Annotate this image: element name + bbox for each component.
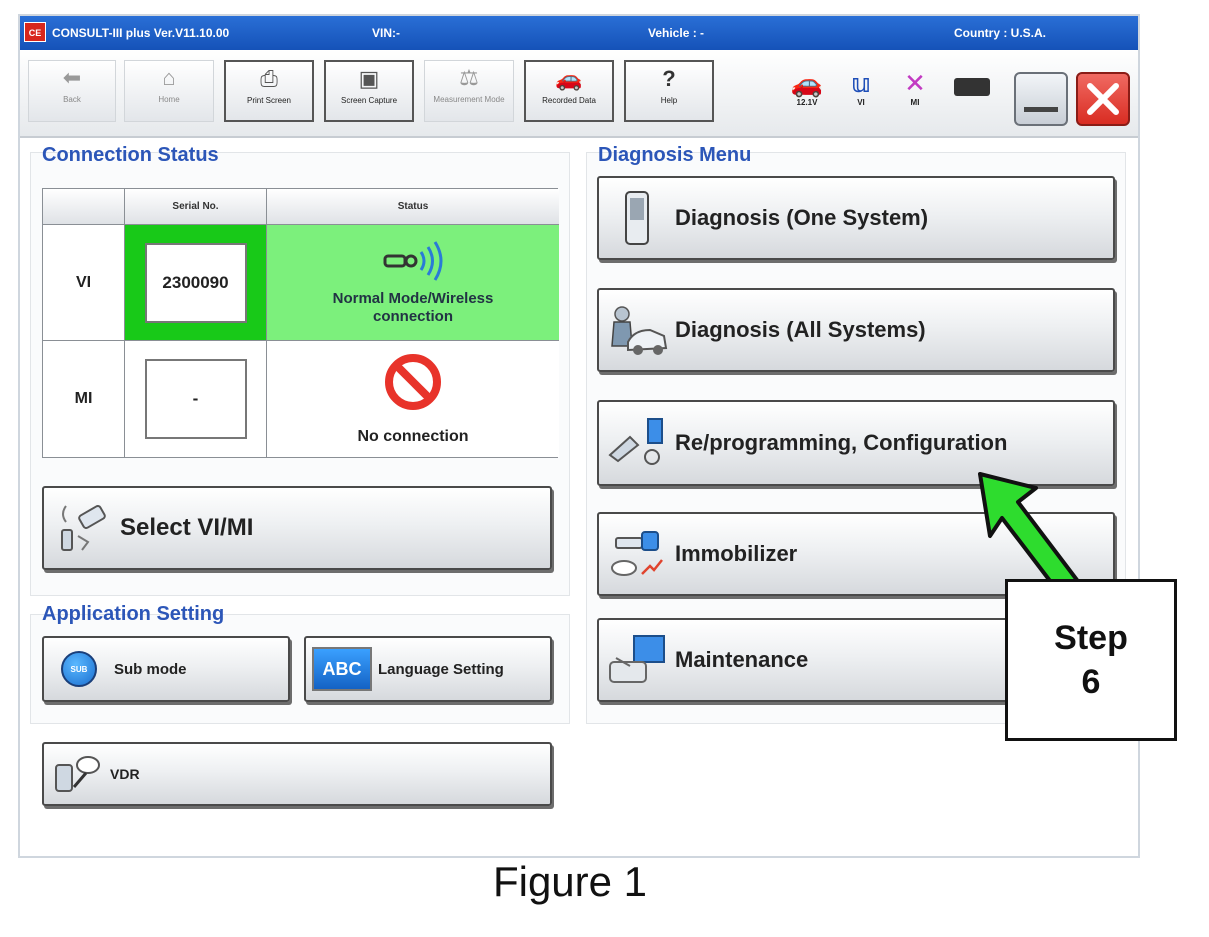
back-arrow-icon: ⬅	[62, 65, 82, 90]
mechanic-car-icon	[599, 302, 675, 358]
table-header-blank	[43, 189, 125, 225]
vdr-button[interactable]: VDR	[42, 742, 552, 806]
vi-status: 𝕦 VI	[838, 68, 884, 107]
mi-serial-cell: -	[125, 341, 267, 457]
minimize-button[interactable]	[1014, 72, 1068, 126]
wireless-signal-icon	[383, 240, 443, 281]
key-icon	[599, 526, 675, 582]
vi-serial-cell: 2300090	[125, 225, 267, 341]
select-device-icon	[44, 500, 120, 556]
printer-icon: ⎙	[260, 66, 278, 91]
recorded-data-icon: 🚗	[555, 66, 583, 91]
vi-serial-number: 2300090	[144, 242, 247, 323]
green-arrow-icon	[978, 472, 1082, 596]
table-header-status: Status	[267, 189, 559, 225]
toolbar: ⬅ Back ⌂ Home ⎙ Print Screen ▣ Screen Ca…	[20, 50, 1138, 138]
mi-serial-number: -	[144, 359, 247, 439]
row-label-vi: VI	[43, 225, 125, 341]
figure-caption: Figure 1	[492, 858, 648, 905]
no-connection-icon	[385, 354, 441, 410]
step-callout: Step 6	[1005, 579, 1177, 741]
reprogramming-configuration-button[interactable]: Re/programming, Configuration	[597, 400, 1115, 486]
vin-label: VIN:-	[372, 26, 400, 40]
measurement-icon: ⚖	[459, 65, 479, 90]
language-setting-button[interactable]: ABC Language Setting	[304, 636, 552, 702]
minimize-icon	[1024, 107, 1058, 112]
app-title: CONSULT-III plus Ver.V11.10.00	[52, 26, 230, 40]
vdr-icon	[44, 751, 110, 797]
home-button[interactable]: ⌂ Home	[124, 60, 214, 122]
country-label: Country : U.S.A.	[954, 26, 1046, 40]
title-bar: CE CONSULT-III plus Ver.V11.10.00 VIN:- …	[20, 16, 1138, 50]
mi-status-text: No connection	[357, 428, 469, 445]
recorded-data-button[interactable]: 🚗 Recorded Data	[524, 60, 614, 122]
screen-capture-button[interactable]: ▣ Screen Capture	[324, 60, 414, 122]
diagnosis-all-systems-button[interactable]: Diagnosis (All Systems)	[597, 288, 1115, 372]
connection-status-title: Connection Status	[42, 144, 219, 166]
sub-mode-button[interactable]: SUB Sub mode	[42, 636, 290, 702]
language-icon: ABC	[306, 647, 378, 691]
car-icon: 🚗	[790, 68, 824, 98]
measurement-mode-button[interactable]: ⚖ Measurement Mode	[424, 60, 514, 122]
print-screen-button[interactable]: ⎙ Print Screen	[224, 60, 314, 122]
vi-status-text: Normal Mode/Wireless connection	[332, 289, 494, 325]
disconnected-x-icon: ✕	[904, 68, 926, 98]
step-number: 6	[1081, 663, 1101, 701]
sub-mode-icon: SUB	[44, 651, 114, 687]
handheld-device-icon	[599, 190, 675, 246]
diagnosis-one-system-button[interactable]: Diagnosis (One System)	[597, 176, 1115, 260]
diagnosis-menu-title: Diagnosis Menu	[598, 144, 752, 166]
signal-bars-icon: 𝕦	[851, 68, 871, 98]
close-button[interactable]	[1076, 72, 1130, 126]
select-vi-mi-button[interactable]: Select VI/MI	[42, 486, 552, 570]
application-setting-title: Application Setting	[42, 603, 225, 625]
camera-icon: ▣	[358, 66, 380, 91]
maintenance-icon	[599, 632, 675, 688]
mi-status-cell: No connection	[267, 341, 559, 457]
mi-status: ✕ MI	[892, 68, 938, 107]
step-word: Step	[1054, 618, 1128, 657]
battery-status: 🚗 12.1V	[784, 68, 830, 107]
vehicle-label: Vehicle : -	[648, 26, 705, 40]
vi-status-cell: Normal Mode/Wireless connection	[267, 225, 559, 341]
close-icon	[1087, 83, 1119, 115]
home-icon: ⌂	[162, 65, 176, 90]
table-header-serial: Serial No.	[125, 189, 267, 225]
consult-logo-icon: CE	[24, 22, 46, 42]
back-button[interactable]: ⬅ Back	[28, 60, 116, 122]
reprogramming-icon	[599, 415, 675, 471]
row-label-mi: MI	[43, 341, 125, 457]
help-button[interactable]: ? Help	[624, 60, 714, 122]
help-icon: ?	[662, 66, 676, 91]
battery-icon	[954, 78, 990, 96]
connection-table: Serial No. Status VI 2300090 Normal Mode…	[42, 188, 559, 458]
